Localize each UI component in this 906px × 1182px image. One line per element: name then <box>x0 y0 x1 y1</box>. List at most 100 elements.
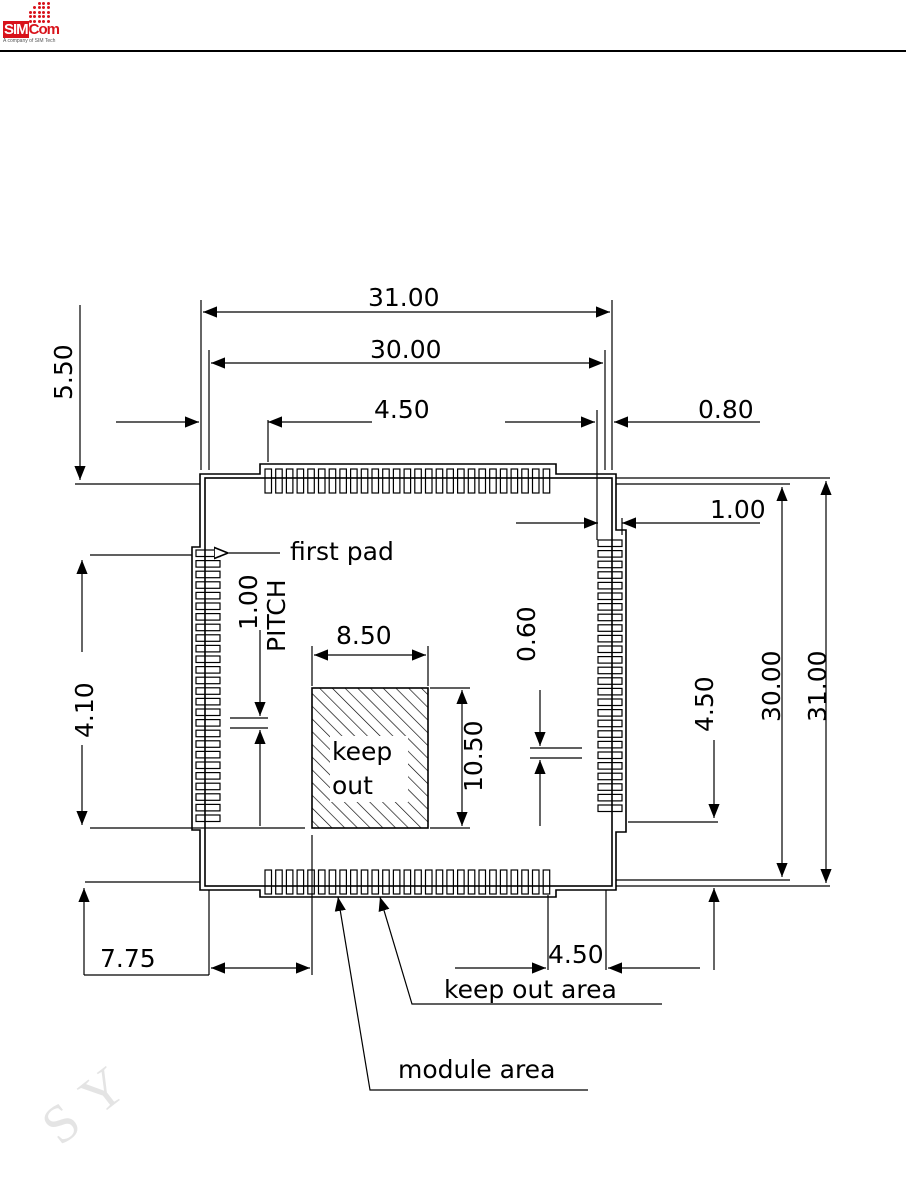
pad <box>276 469 283 493</box>
pad <box>196 794 220 801</box>
pad <box>436 469 443 493</box>
pad <box>479 870 486 894</box>
pad <box>598 657 622 664</box>
bottom-pad-row <box>265 870 550 894</box>
pad <box>196 751 220 758</box>
pad <box>372 870 379 894</box>
dim-pitch-label: PITCH <box>262 579 291 652</box>
pad <box>196 656 220 663</box>
dim-outer-width: 31.00 <box>368 283 440 312</box>
pad <box>598 572 622 579</box>
pad <box>196 677 220 684</box>
pad <box>276 870 283 894</box>
pad <box>426 870 433 894</box>
pad <box>319 469 326 493</box>
pad <box>598 540 622 547</box>
pad <box>361 870 368 894</box>
pad <box>329 870 336 894</box>
pad <box>297 469 304 493</box>
label-keep-out-line2: out <box>332 771 373 800</box>
pad <box>340 870 347 894</box>
pad <box>196 688 220 695</box>
pad <box>598 635 622 642</box>
pad <box>196 698 220 705</box>
pad <box>543 870 550 894</box>
pad <box>286 469 293 493</box>
pad <box>598 551 622 558</box>
pad <box>500 870 507 894</box>
dim-bottom-left: 7.75 <box>100 944 156 973</box>
left-pad-column <box>196 550 220 822</box>
pad <box>308 870 315 894</box>
pad <box>598 752 622 759</box>
pad <box>598 741 622 748</box>
dim-right-pad-offset: 4.50 <box>690 676 719 732</box>
pad <box>598 614 622 621</box>
pad <box>196 603 220 610</box>
pad <box>458 469 465 493</box>
pad <box>196 720 220 727</box>
pad <box>361 469 368 493</box>
pad <box>533 870 540 894</box>
pad <box>598 763 622 770</box>
pad <box>286 870 293 894</box>
dim-keepout-height: 10.50 <box>459 720 488 792</box>
pad <box>598 794 622 801</box>
dim-left-height: 4.10 <box>70 682 99 738</box>
pad <box>196 645 220 652</box>
pad <box>490 469 497 493</box>
pad <box>511 870 517 894</box>
pad <box>598 784 622 791</box>
pad <box>598 731 622 738</box>
pad <box>598 688 622 695</box>
pad <box>598 625 622 632</box>
pad <box>598 773 622 780</box>
dim-inner-height: 30.00 <box>757 650 786 722</box>
pad <box>196 614 220 621</box>
pad <box>415 469 422 493</box>
pad <box>522 469 529 493</box>
pad <box>436 870 443 894</box>
pad <box>196 815 220 822</box>
label-keep-out-area: keep out area <box>444 975 617 1004</box>
pad <box>351 870 358 894</box>
pad <box>468 870 475 894</box>
dim-pitch-value: 1.00 <box>234 574 263 630</box>
dim-top-pad-offset: 4.50 <box>374 395 430 424</box>
pad <box>426 469 433 493</box>
pad <box>196 730 220 737</box>
pad <box>511 469 517 493</box>
pad <box>329 469 336 493</box>
dim-outer-height: 31.00 <box>803 650 832 722</box>
dim-inner-width: 30.00 <box>370 335 442 364</box>
pad <box>490 870 497 894</box>
pad <box>196 592 220 599</box>
pad <box>522 870 529 894</box>
dim-right-pad-gap: 1.00 <box>710 495 766 524</box>
pad <box>196 624 220 631</box>
label-keep-out-line1: keep <box>332 737 392 766</box>
pad <box>598 805 622 812</box>
label-first-pad: first pad <box>290 537 394 566</box>
pad <box>196 783 220 790</box>
pad <box>383 870 390 894</box>
pad <box>196 804 220 811</box>
pad <box>598 678 622 685</box>
pad <box>479 469 486 493</box>
pad <box>372 469 379 493</box>
pad <box>196 550 220 557</box>
pad <box>196 582 220 589</box>
pad <box>468 469 475 493</box>
pad <box>319 870 326 894</box>
pad <box>340 469 347 493</box>
pad <box>500 469 507 493</box>
pad <box>543 469 550 493</box>
pad <box>598 604 622 611</box>
pad <box>196 635 220 642</box>
pad <box>533 469 540 493</box>
pad <box>598 667 622 674</box>
pad <box>393 870 400 894</box>
label-module-area: module area <box>398 1055 555 1084</box>
top-pad-row <box>265 469 550 493</box>
